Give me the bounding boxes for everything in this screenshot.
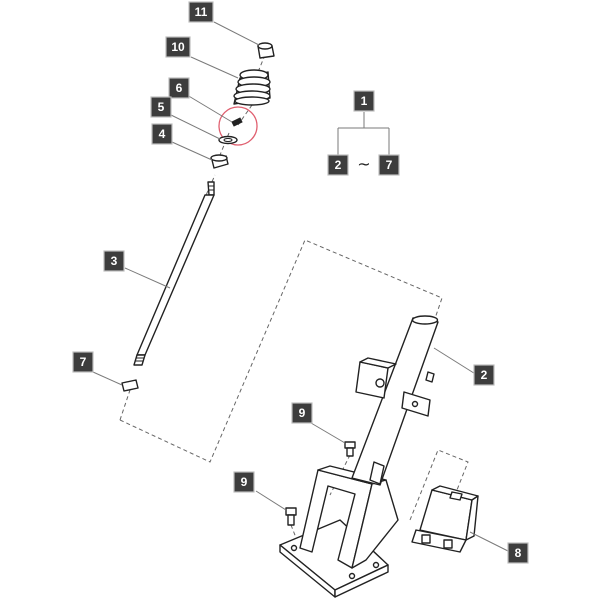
callout-10[interactable]: 10 bbox=[165, 36, 191, 58]
svg-text:7: 7 bbox=[386, 158, 393, 172]
part-9-bolt-lower bbox=[285, 507, 297, 526]
callout-5[interactable]: 5 bbox=[150, 96, 172, 118]
svg-text:7: 7 bbox=[80, 355, 87, 369]
range-separator: ~ bbox=[357, 155, 370, 174]
callout-8[interactable]: 8 bbox=[507, 542, 529, 564]
callout-2[interactable]: 2 bbox=[473, 364, 495, 386]
svg-text:3: 3 bbox=[111, 254, 118, 268]
svg-text:5: 5 bbox=[158, 100, 165, 114]
svg-text:4: 4 bbox=[159, 127, 166, 141]
callout-3[interactable]: 3 bbox=[103, 250, 125, 272]
assembly-legend: 1 2 ~ 7 bbox=[327, 90, 400, 176]
part-8-sensor-block bbox=[411, 485, 479, 553]
svg-text:6: 6 bbox=[176, 81, 183, 95]
part-2-pedal-frame bbox=[279, 315, 439, 598]
callout-7[interactable]: 7 bbox=[72, 351, 94, 373]
leader-lines bbox=[92, 21, 509, 552]
svg-text:2: 2 bbox=[335, 158, 342, 172]
callout-9-lower[interactable]: 9 bbox=[233, 471, 255, 493]
part-7-sleeve bbox=[121, 379, 139, 392]
callout-9-upper[interactable]: 9 bbox=[291, 402, 313, 424]
highlight-circle bbox=[218, 106, 258, 146]
part-9-bolt-upper bbox=[344, 441, 356, 457]
callout-1[interactable]: 1 bbox=[353, 90, 375, 112]
svg-text:10: 10 bbox=[171, 40, 185, 54]
part-6-pin bbox=[231, 117, 243, 127]
callout-6[interactable]: 6 bbox=[168, 77, 190, 99]
svg-text:1: 1 bbox=[361, 94, 368, 108]
part-5-washer bbox=[218, 135, 238, 145]
part-10-bellows bbox=[233, 69, 271, 106]
svg-text:9: 9 bbox=[299, 406, 306, 420]
callout-4[interactable]: 4 bbox=[151, 123, 173, 145]
part-3-shaft bbox=[133, 181, 215, 366]
svg-text:2: 2 bbox=[481, 368, 488, 382]
svg-text:11: 11 bbox=[195, 5, 208, 19]
svg-text:9: 9 bbox=[241, 475, 248, 489]
part-4-bushing bbox=[210, 154, 229, 169]
callout-2-range-start[interactable]: 2 bbox=[327, 154, 349, 176]
svg-text:8: 8 bbox=[515, 546, 522, 560]
part-11-cap bbox=[257, 42, 275, 59]
callout-11[interactable]: 11 bbox=[188, 1, 214, 23]
callout-7-range-end[interactable]: 7 bbox=[378, 154, 400, 176]
